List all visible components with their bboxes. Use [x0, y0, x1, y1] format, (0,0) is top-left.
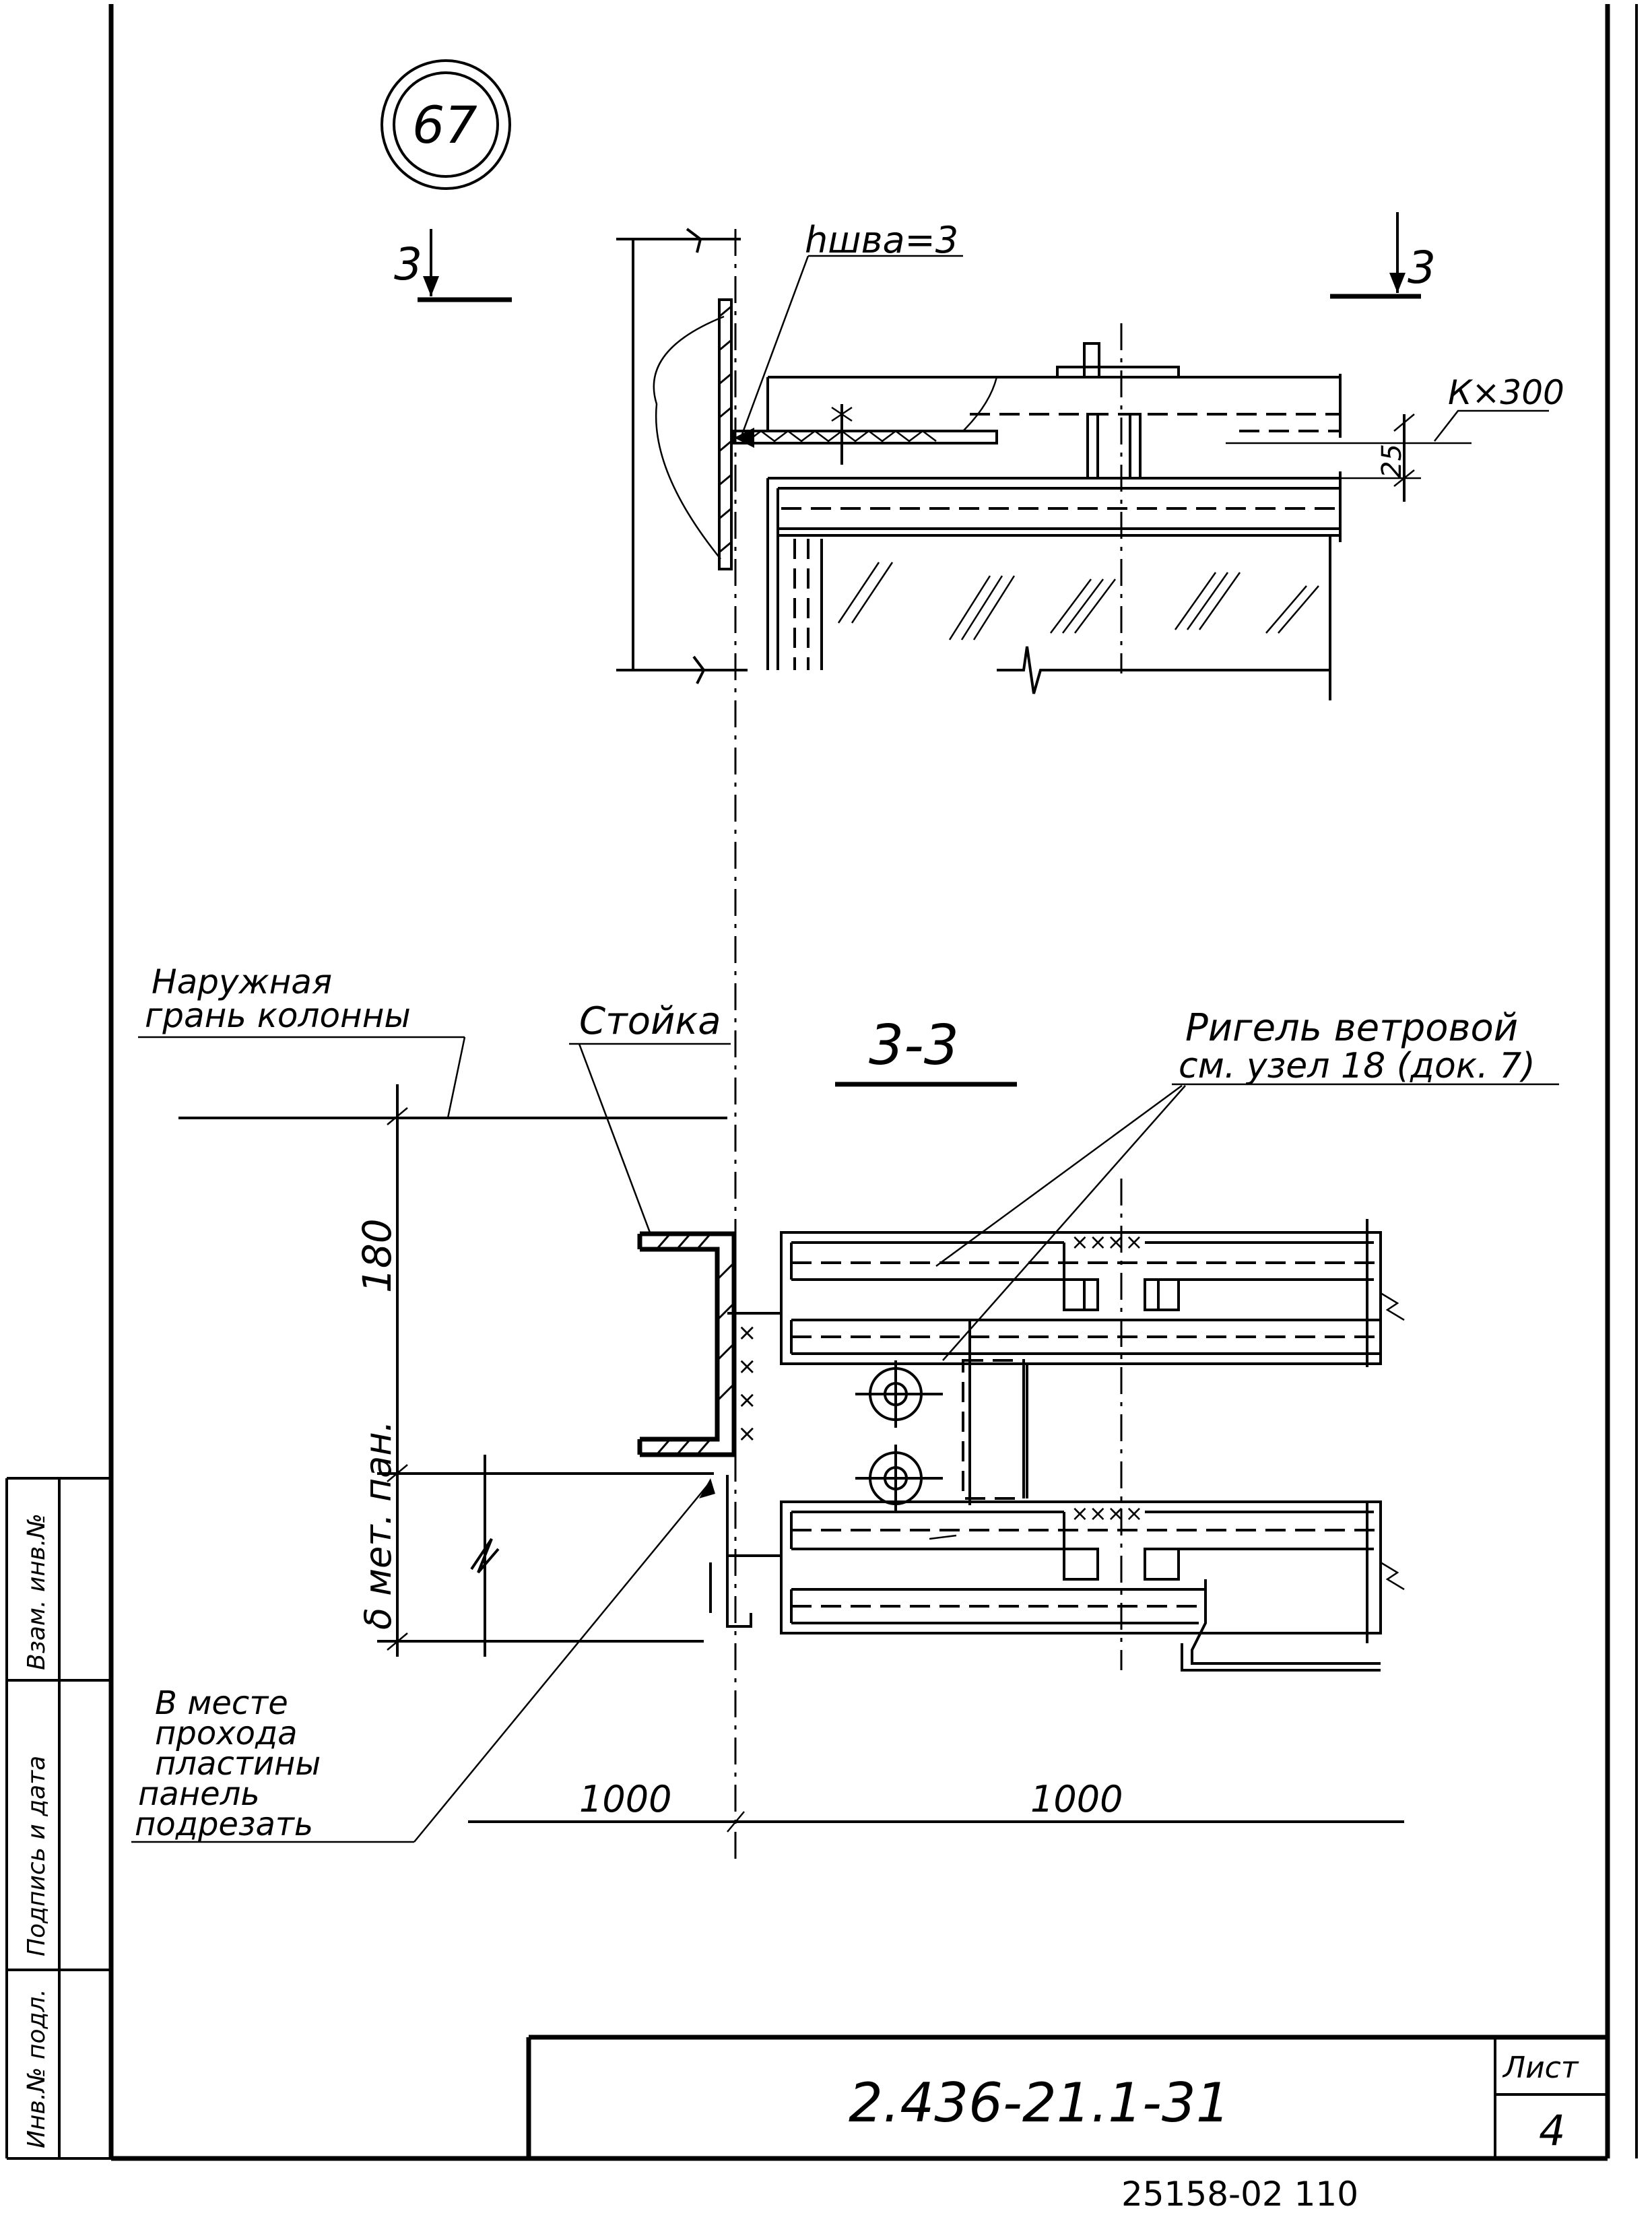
title-block: 2.436-21.1-31 Лист 4	[526, 2035, 1608, 2158]
label-post: Стойка	[579, 999, 721, 1043]
section-mark-right: 3	[1330, 212, 1436, 299]
panel-upper: ××××	[780, 1229, 1405, 1365]
label-rigel-2: см. узел 18 (док. 7)	[1179, 1046, 1535, 1086]
sheet-number: 4	[1539, 2106, 1565, 2155]
dim-width-right: 1000	[1030, 1778, 1123, 1820]
svg-text:×: ×	[737, 1353, 757, 1380]
section-title: 3-3	[869, 1014, 959, 1078]
stamp-sign-date: Подпись и дата	[23, 1756, 51, 1956]
weld-label: hшва=3	[805, 219, 958, 261]
svg-text:×: ×	[737, 1420, 757, 1447]
post-channel: × × × ×	[637, 1231, 757, 1457]
archive-number: 25158-02 110	[1121, 2175, 1358, 2213]
sheet-label: Лист	[1502, 2051, 1579, 2085]
label-rigel-1: Ригель ветровой	[1185, 1006, 1518, 1050]
weld-marker	[734, 428, 754, 448]
dim-gap: 25	[1377, 444, 1408, 478]
stamp-inv-podl: Инв.№ подл.	[23, 1989, 51, 2148]
note-line-4: панель	[138, 1775, 260, 1813]
note-line-2: прохода	[155, 1715, 298, 1752]
svg-text:××××: ××××	[1071, 1229, 1143, 1255]
rigel-bolts	[855, 1320, 1028, 1540]
glazing-hatch	[837, 562, 1319, 640]
node-marker: 67	[381, 59, 511, 190]
dim-180: 180	[354, 1218, 400, 1293]
stamp-vzam-inv: Взам. инв.№	[23, 1513, 51, 1670]
panel-lower: ××××	[780, 1500, 1405, 1672]
node-number: 67	[412, 95, 477, 155]
elevation-view: hшва=3 25 К×300	[616, 219, 1564, 1859]
section-mark-left: 3	[394, 229, 512, 302]
note-line-1: В месте	[155, 1684, 288, 1722]
weld-pitch: К×300	[1448, 373, 1564, 412]
dim-width-left: 1000	[579, 1778, 671, 1820]
svg-text:×: ×	[737, 1319, 757, 1346]
dim-panel-thickness: δ мет. пан.	[357, 1420, 399, 1630]
note-line-3: пластины	[155, 1745, 321, 1783]
sheet-frame	[108, 4, 1638, 2161]
section-mark-left-number: 3	[394, 238, 422, 290]
note-line-5: подрезать	[135, 1806, 313, 1843]
side-stamp: Инв.№ подл. Подпись и дата Взам. инв.№	[5, 1477, 111, 2160]
section-mark-right-number: 3	[1408, 242, 1436, 294]
svg-text:×: ×	[737, 1387, 757, 1414]
section-3-3: 3-3 Наружная грань колонны Стойка Ригель…	[131, 962, 1559, 1843]
svg-text:××××: ××××	[1071, 1500, 1143, 1526]
post-plate-hatch	[719, 305, 732, 554]
doc-code: 2.436-21.1-31	[849, 2072, 1230, 2134]
label-outer-face-1: Наружная	[152, 962, 332, 1001]
label-outer-face-2: грань колонны	[145, 996, 411, 1035]
